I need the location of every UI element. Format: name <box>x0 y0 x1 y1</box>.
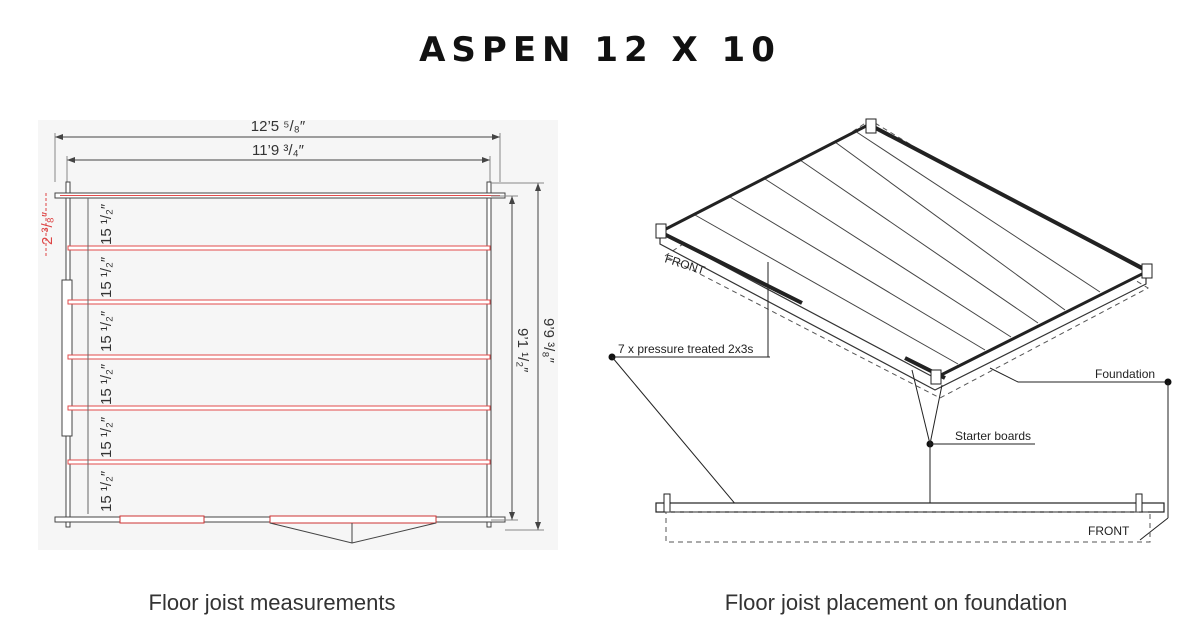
joist <box>67 354 491 360</box>
inner-depth-label: 9’1 ¹/₂″ <box>514 328 531 373</box>
foundation-label: Foundation <box>1095 367 1155 381</box>
back-rail <box>867 122 1147 272</box>
outer-width-label: 12’5 ⁵/₈″ <box>251 118 306 135</box>
floor-board-lines <box>694 130 1101 365</box>
joist-spacing-labels: 15 ¹/₂″ 15 ¹/₂″ 15 ¹/₂″ 15 ¹/₂″ 15 ¹/₂″ … <box>87 198 115 514</box>
outer-depth-label: 9’9 ³/₈″ <box>540 318 557 364</box>
joist-lines <box>67 245 491 465</box>
corner-block <box>1141 263 1153 279</box>
spacing-label: 15 ¹/₂″ <box>98 256 115 298</box>
side-elevation-rail <box>655 502 1165 513</box>
spacing-label: 15 ¹/₂″ <box>98 310 115 352</box>
front-starter-rail-left <box>661 231 803 305</box>
right-caption: Floor joist placement on foundation <box>724 590 1068 615</box>
left-rail <box>659 122 871 234</box>
elevation-block <box>1135 493 1143 513</box>
spacing-label: 15 ¹/₂″ <box>98 416 115 458</box>
joists-label: 7 x pressure treated 2x3s <box>618 342 753 356</box>
corner-block <box>865 118 877 134</box>
front-label-side: FRONT <box>1088 524 1130 538</box>
joist <box>67 299 491 305</box>
starter-boards-label: Starter boards <box>955 429 1031 443</box>
joist <box>67 245 491 251</box>
page-title: ASPEN 12 X 10 <box>419 30 781 70</box>
starter-offset-label: 2 ³/₈″ <box>39 211 56 245</box>
joist <box>67 459 491 465</box>
diagram-background <box>38 120 558 550</box>
front-label-iso: FRONT <box>663 252 707 278</box>
spacing-label: 15 ¹/₂″ <box>98 363 115 405</box>
right-rail <box>934 270 1147 380</box>
left-caption: Floor joist measurements <box>148 590 396 615</box>
spacing-label: 15 ¹/₂″ <box>98 203 115 245</box>
door-threshold-right <box>269 515 437 524</box>
joist-placement-diagram: FRONT 7 x pressure treated 2x3s Foundati… <box>608 118 1172 543</box>
door-threshold-left <box>119 515 205 524</box>
floor-joist-measurement-diagram: 12’5 ⁵/₈″ 11’9 ³/₄″ 2 ³/₈″ <box>38 118 558 550</box>
spacing-label: 15 ¹/₂″ <box>98 470 115 512</box>
corner-block <box>930 369 942 385</box>
inner-width-label: 11’9 ³/₄″ <box>252 142 305 159</box>
elevation-block <box>663 493 671 513</box>
side-foundation-outline <box>665 511 1151 543</box>
joist <box>67 405 491 411</box>
corner-block <box>655 223 667 239</box>
